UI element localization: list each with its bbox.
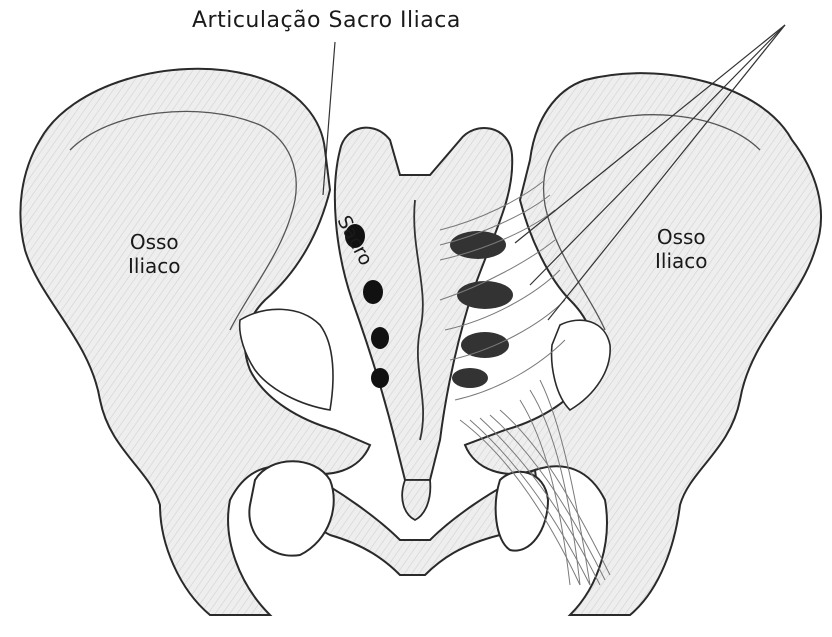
sacral-foramen [452, 368, 488, 388]
sacral-foramen [450, 231, 506, 259]
sacral-foramen [461, 332, 509, 358]
sacral-foramen [363, 280, 383, 304]
left-iliac-label: Osso Iliaco [128, 230, 181, 278]
right-iliac-label: Osso Iliaco [655, 225, 708, 273]
title-leader-line [323, 42, 335, 195]
sacral-foramen [371, 327, 389, 349]
joint-title-label: Articulação Sacro Iliaca [192, 8, 461, 34]
sacral-foramen [371, 368, 389, 388]
sacral-foramen [457, 281, 513, 309]
left-obturator-foramen [249, 461, 333, 555]
coccyx [402, 480, 430, 520]
